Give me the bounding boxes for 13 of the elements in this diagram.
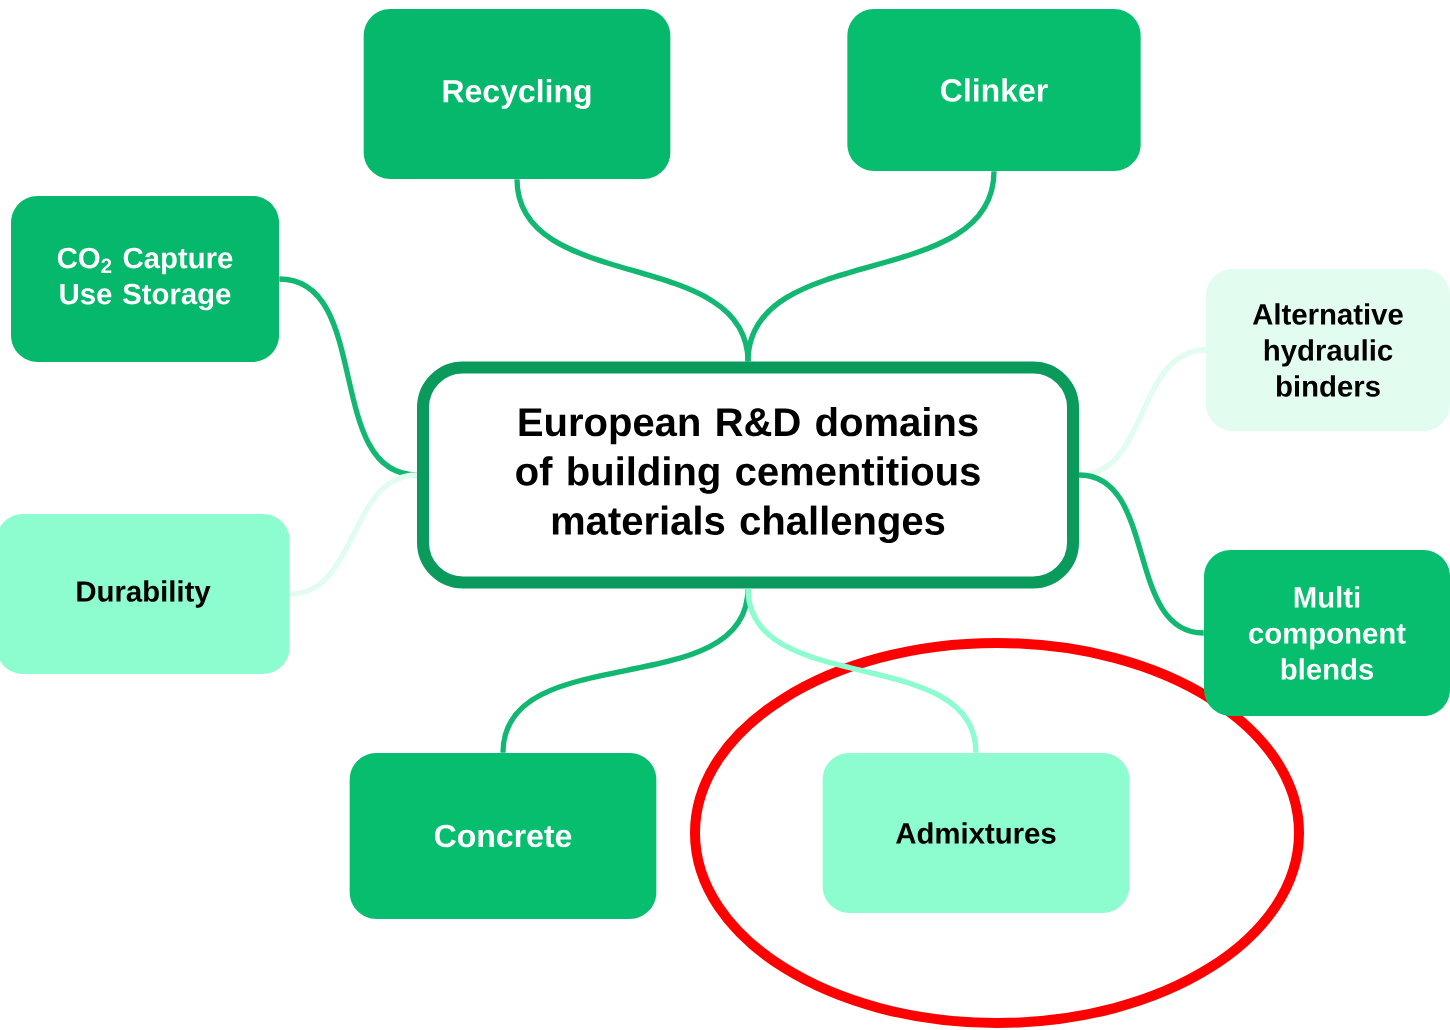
connector-curve (1078, 472, 1205, 636)
connector-curve (745, 170, 997, 362)
topic-box: Concrete (349, 753, 657, 919)
topic-box: Multi component blends (1204, 550, 1450, 716)
topic-box: Recycling (363, 9, 671, 179)
topic-box: Durability (0, 514, 290, 674)
topic-box: Alternative hydraulic binders (1206, 269, 1450, 431)
topic-box: CO$_{2}$ Capture Use Storage (11, 196, 279, 362)
topic-box: Admixtures (822, 753, 1130, 913)
connector-curve (745, 588, 979, 754)
connector-curve (289, 472, 418, 597)
central-topic-box: European R&D domains of building cementitious materials challenges (417, 361, 1079, 589)
topic-box: Clinker (847, 9, 1141, 171)
